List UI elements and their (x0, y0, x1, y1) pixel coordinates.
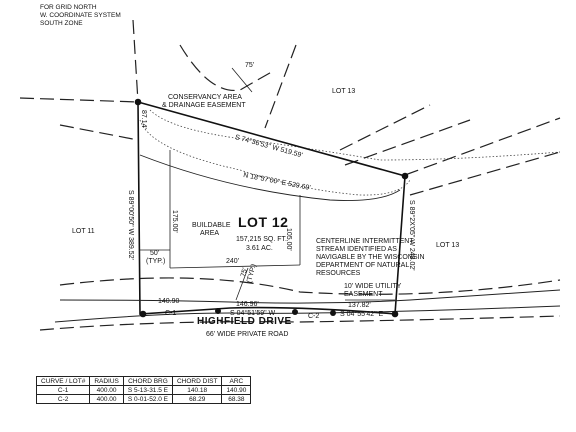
pc-c1 (215, 308, 221, 314)
col-curve: CURVE / LOT# (35, 376, 91, 386)
col-chord-dist: CHORD DIST (171, 376, 223, 386)
curve-table: CURVE / LOT# RADIUS CHORD BRG CHORD DIST… (35, 376, 252, 404)
lot13-dashed-line-e (409, 151, 561, 196)
stream-note-5: RESOURCES (316, 270, 361, 277)
dim-50-typ: (TYP.) (146, 258, 166, 265)
utility-note-1: 10' WIDE UTILITY (344, 283, 402, 290)
dim-137-82: 137.82' (348, 302, 371, 309)
dim-146-96: 146.96' (236, 301, 259, 308)
stream-note-3: NAVIGABLE BY THE WISCONSIN (316, 254, 425, 261)
dim-75-top: 75' (245, 62, 255, 69)
col-radius: RADIUS (89, 376, 124, 386)
dim-140-90: 140.90 (158, 298, 180, 305)
west-line-bearing: S 89°00'50" W 389.52' (127, 190, 134, 260)
pc-c2 (292, 309, 298, 315)
south-bearing-2: S 04°55'42" E (340, 311, 384, 318)
col-chord-brg: CHORD BRG (122, 376, 173, 386)
grid-north-note: FOR GRID NORTH (40, 4, 97, 11)
corner-se (391, 310, 399, 318)
dim-87-14: 87.14' (140, 110, 147, 129)
col-arc: ARC (221, 376, 252, 386)
table-row: C-1 400.00 S 5-13-31.5 E 140.18 140.90 (35, 385, 252, 395)
cell: 68.29 (171, 394, 223, 404)
conservancy-label-2: & DRAINAGE EASEMENT (162, 102, 246, 109)
buildable-label-2: AREA (200, 230, 220, 237)
cell: S 5-13-31.5 E (122, 385, 173, 395)
conservancy-label-1: CONSERVANCY AREA (168, 94, 242, 101)
stream-note-4: DEPARTMENT OF NATURAL (316, 262, 410, 269)
lot11-dashed-boundary (132, 19, 139, 103)
lot12-area-sqft: 157,215 SQ. FT. (236, 236, 287, 243)
stream-note-2: STREAM IDENTIFIED AS (316, 246, 397, 253)
road-name: HIGHFIELD DRIVE (197, 316, 292, 327)
lot13-top-label: LOT 13 (332, 88, 356, 95)
lot11-label: LOT 11 (72, 228, 95, 235)
dim-240: 240' (226, 258, 240, 265)
corner-ne (401, 172, 409, 180)
road-dashed-upper (59, 277, 561, 295)
stream-centerline (139, 119, 411, 196)
cell: 400.00 (89, 385, 124, 395)
road-dashed-lower (39, 315, 561, 331)
cell: 400.00 (89, 394, 124, 404)
lot11-dashed-line (19, 97, 139, 103)
cell: S 0-01-52.0 E (122, 394, 173, 404)
cell: 140.90 (221, 385, 252, 395)
road-description: 66' WIDE PRIVATE ROAD (206, 331, 289, 338)
cell: C-2 (35, 394, 91, 404)
dim-line-75-top (231, 67, 253, 93)
east-line-bearing: S 89°2X'05" W 248.02' (408, 200, 415, 271)
south-bearing-1: S 04°51'59" W (230, 310, 276, 317)
building-setback-south (169, 264, 301, 269)
buildable-label-1: BUILDABLE (192, 222, 231, 229)
corner-sw (139, 310, 147, 318)
dim-50: 50' (150, 250, 160, 257)
lot12-title: LOT 12 (238, 214, 289, 230)
corner-nw (134, 98, 142, 106)
pt-c2 (330, 310, 336, 316)
lot11-dashed-line-b (59, 124, 139, 141)
curve-table-header: CURVE / LOT# RADIUS CHORD BRG CHORD DIST… (35, 376, 252, 386)
lot13-dashed-line-a (264, 44, 297, 129)
cell: 140.18 (171, 385, 223, 395)
utility-note-2: EASEMENT (344, 291, 383, 298)
dim-175: 175.00' (171, 210, 178, 233)
conservancy-easement-line (139, 154, 401, 201)
coordinate-system-note: W. COORDINATE SYSTEM (40, 12, 121, 19)
lot13-dashed-line-c (344, 119, 471, 166)
stream-centerline-upper (149, 109, 561, 161)
curve-c2-label: C-2 (308, 313, 320, 320)
lot13-right-label: LOT 13 (436, 242, 460, 249)
lot13-dashed-line-b (339, 104, 431, 151)
cell: C-1 (35, 385, 91, 395)
stream-note-1: CENTERLINE INTERMITTENT (316, 238, 414, 245)
conservancy-dashed-top (179, 44, 276, 92)
cell: 68.38 (221, 394, 252, 404)
road-edge-south (54, 305, 561, 323)
road-edge-north (59, 289, 561, 304)
zone-note: SOUTH ZONE (40, 20, 83, 27)
lot12-area-acres: 3.61 AC. (246, 245, 273, 252)
lot13-dashed-line-d (404, 117, 561, 176)
dim-105: 105.00' (285, 228, 292, 251)
dim-line-75 (235, 267, 249, 301)
table-row: C-2 400.00 S 0-01-52.0 E 68.29 68.38 (35, 394, 252, 404)
curve-c1-label: C-1 (165, 310, 177, 317)
